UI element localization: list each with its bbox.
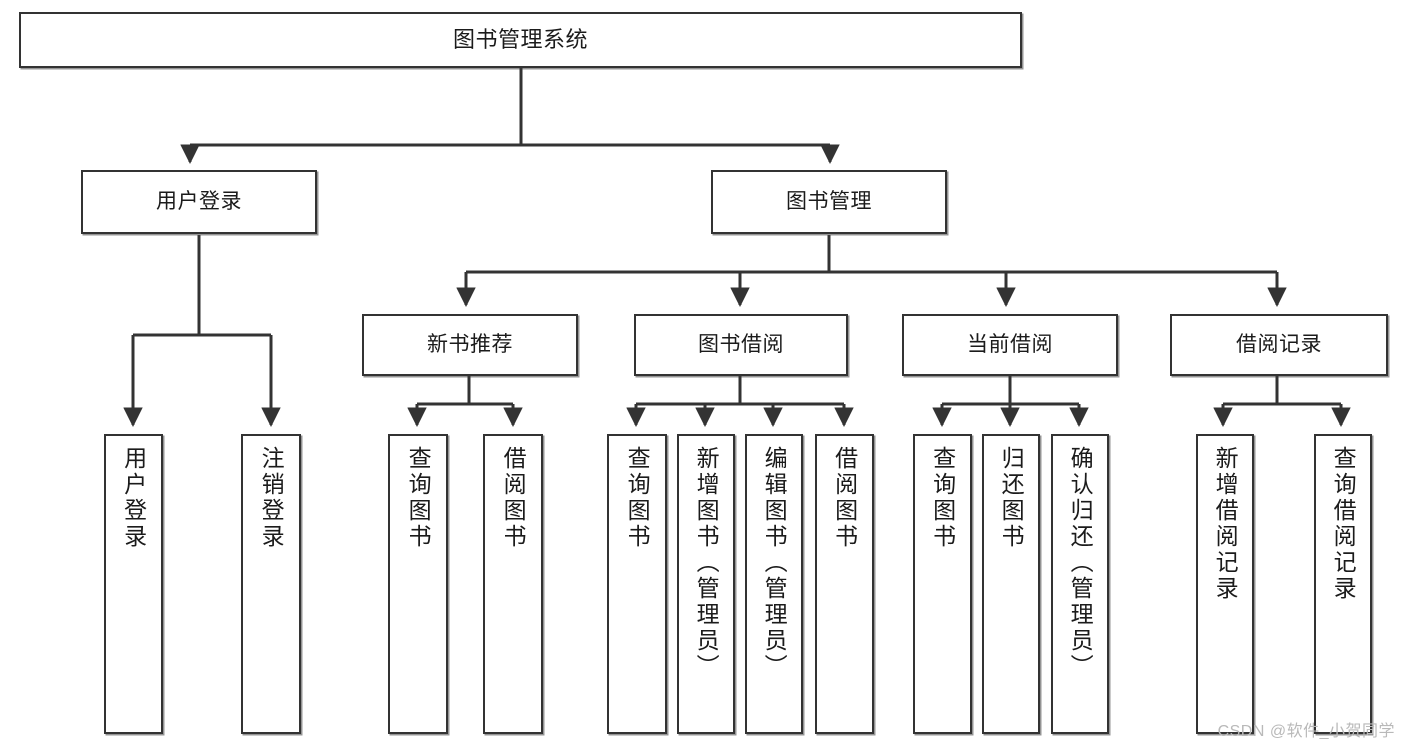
node-borrow-record[interactable]: 借阅记录 <box>1170 314 1388 376</box>
node-label: 新增图书（管理员） <box>693 446 720 680</box>
node-label: 查询借阅记录 <box>1330 446 1357 602</box>
node-root-book-management-system[interactable]: 图书管理系统 <box>19 12 1022 68</box>
node-label: 查询图书 <box>929 446 956 550</box>
node-label: 确认归还（管理员） <box>1067 446 1094 680</box>
node-label: 图书管理 <box>786 189 872 213</box>
node-label: 注销登录 <box>258 446 285 550</box>
node-label: 查询图书 <box>624 446 651 550</box>
node-label: 借阅记录 <box>1236 332 1322 356</box>
node-leaf-return-book[interactable]: 归还图书 <box>982 434 1040 734</box>
node-label: 查询图书 <box>405 446 432 550</box>
node-label: 当前借阅 <box>967 332 1053 356</box>
node-label: 图书借阅 <box>698 332 784 356</box>
node-leaf-query-book-2[interactable]: 查询图书 <box>607 434 667 734</box>
node-leaf-borrow-book-2[interactable]: 借阅图书 <box>815 434 874 734</box>
node-current-borrow[interactable]: 当前借阅 <box>902 314 1118 376</box>
node-leaf-add-book[interactable]: 新增图书（管理员） <box>677 434 735 734</box>
node-leaf-query-record[interactable]: 查询借阅记录 <box>1314 434 1372 734</box>
node-leaf-query-book-1[interactable]: 查询图书 <box>388 434 448 734</box>
node-label: 借阅图书 <box>831 446 858 550</box>
node-leaf-user-login[interactable]: 用户登录 <box>104 434 163 734</box>
node-label: 归还图书 <box>998 446 1025 550</box>
node-label: 图书管理系统 <box>452 27 588 53</box>
node-label: 新增借阅记录 <box>1212 446 1239 602</box>
node-leaf-logout-login[interactable]: 注销登录 <box>241 434 301 734</box>
node-book-borrow[interactable]: 图书借阅 <box>634 314 848 376</box>
node-book-manage[interactable]: 图书管理 <box>711 170 947 234</box>
node-user-login[interactable]: 用户登录 <box>81 170 317 234</box>
node-new-book-recommend[interactable]: 新书推荐 <box>362 314 578 376</box>
node-label: 用户登录 <box>156 189 242 213</box>
node-label: 编辑图书（管理员） <box>761 446 788 680</box>
node-leaf-add-record[interactable]: 新增借阅记录 <box>1196 434 1254 734</box>
node-leaf-confirm-return[interactable]: 确认归还（管理员） <box>1051 434 1109 734</box>
node-label: 新书推荐 <box>427 332 513 356</box>
node-leaf-borrow-book-1[interactable]: 借阅图书 <box>483 434 543 734</box>
node-leaf-edit-book[interactable]: 编辑图书（管理员） <box>745 434 803 734</box>
node-leaf-query-book-3[interactable]: 查询图书 <box>913 434 972 734</box>
csdn-watermark: CSDN @软件_小贺同学 <box>1217 723 1395 740</box>
node-label: 借阅图书 <box>500 446 527 550</box>
node-label: 用户登录 <box>120 446 147 550</box>
